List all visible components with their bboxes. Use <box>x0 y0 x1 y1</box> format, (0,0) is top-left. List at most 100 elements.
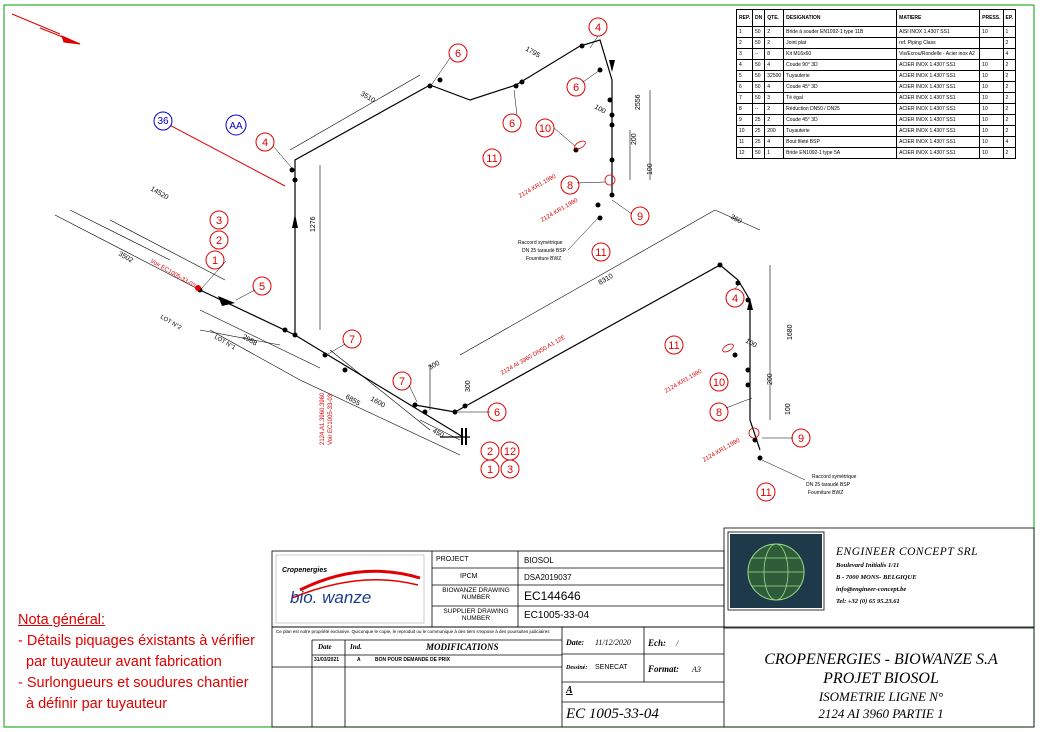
supplier-number-label: SUPPLIER DRAWING NUMBER <box>443 608 509 622</box>
general-notes: Nota général: - Détails piquages éxistan… <box>18 610 255 715</box>
bom-cell: 50 <box>752 81 766 93</box>
bom-cell: 8 <box>764 48 785 60</box>
bom-cell: AISI INOX 1.4307 SS1 <box>896 26 981 38</box>
callout-circle: 10 <box>535 118 555 138</box>
svg-text:2: 2 <box>216 235 222 247</box>
bom-cell: 12 <box>735 147 754 159</box>
logo-small-text: Cropenergies <box>282 567 327 574</box>
dim-text: 100 <box>744 338 758 350</box>
branch-label: 2124.KR1.1990 <box>702 437 742 463</box>
bom-cell: 2 <box>1002 147 1016 159</box>
bom-cell: 1 <box>735 26 754 38</box>
callout-circle: 6 <box>566 77 586 97</box>
svg-text:2: 2 <box>487 446 493 458</box>
engineer-concept-logo-icon <box>730 534 822 608</box>
svg-text:9: 9 <box>637 211 643 223</box>
raccord-note-line: Fourniture BWZ <box>526 256 561 262</box>
svg-text:10: 10 <box>713 377 725 389</box>
bom-cell: 200 <box>764 125 785 137</box>
dessine-value: SENECAT <box>595 664 628 671</box>
bom-cell <box>979 48 1004 60</box>
bom-cell: Coude 90° 3D <box>783 59 898 71</box>
callout-circle: 2 <box>480 441 500 461</box>
svg-text:4: 4 <box>732 293 738 305</box>
biowanze-number-value: EC144646 <box>524 589 581 603</box>
bom-header-row: REP. DN QTE. DESIGNATION MATIERE PRESS. … <box>735 9 1016 27</box>
ref-circle-36: 36 <box>153 111 173 131</box>
callout-circle: 4 <box>725 288 745 308</box>
callout-circle: 8 <box>560 175 580 195</box>
project-value: BIOSOL <box>524 556 554 565</box>
note-line: - Détails piquages éxistants à vérifier <box>18 633 255 649</box>
bom-cell: 5 <box>735 70 754 82</box>
vertical-label-a: 2124.A1.3960.3960 <box>320 392 326 445</box>
bom-cell: Tuyauterie <box>783 70 898 82</box>
company-address-2: B - 7000 MONS- BELGIQUE <box>836 574 917 581</box>
project-label: PROJECT <box>436 556 469 563</box>
callout-circle: 11 <box>756 482 776 502</box>
bom-cell: Coude 45° 3D <box>783 81 898 93</box>
callout-circle: 9 <box>791 428 811 448</box>
bom-cell: 1 <box>764 147 785 159</box>
bom-cell: 25 <box>752 114 766 126</box>
callout-circle: 12 <box>500 441 520 461</box>
bom-cell: 10 <box>979 81 1004 93</box>
client-title: CROPENERGIES - BIOWANZE S.A <box>764 651 998 668</box>
bom-cell: 2 <box>1002 81 1016 93</box>
format-label: Format: <box>648 664 680 674</box>
bom-cell: ref. Piping Class <box>896 37 981 49</box>
bom-cell: 25 <box>752 136 766 148</box>
bom-cell: 2 <box>764 26 785 38</box>
title-block-lines <box>271 527 1035 728</box>
bom-cell: 10 <box>979 114 1004 126</box>
svg-text:8: 8 <box>716 407 722 419</box>
bom-cell: 10 <box>979 92 1004 104</box>
bom-cell: 50 <box>752 59 766 71</box>
svg-text:7: 7 <box>349 334 355 346</box>
bom-cell: 50 <box>752 70 766 82</box>
bom-header-ep: EP. <box>1002 9 1016 27</box>
line-title: 2124 AI 3960 PARTIE 1 <box>818 706 944 721</box>
note-line: par tuyauteur avant fabrication <box>26 654 222 670</box>
note-line: - Surlongueurs et soudures chantier <box>18 675 249 691</box>
project-title: PROJET BIOSOL <box>823 670 939 687</box>
bill-of-materials: REP. DN QTE. DESIGNATION MATIERE PRESS. … <box>735 9 1016 159</box>
bom-cell: Kit M16x60 <box>783 48 898 60</box>
bom-cell: ACIER INOX 1.4307 SS1 <box>896 147 981 159</box>
drawing-number: EC 1005-33-04 <box>566 706 659 722</box>
dim-text: 1600 <box>369 396 386 410</box>
svg-text:8: 8 <box>567 180 573 192</box>
north-arrow-icon <box>11 13 81 45</box>
bom-cell: 3 <box>764 92 785 104</box>
bom-cell: 8 <box>735 103 754 115</box>
bom-cell: ACIER INOX 1.4307 SS1 <box>896 136 981 148</box>
bom-cell: -- <box>752 103 766 115</box>
supplier-number-value: EC1005-33-04 <box>524 610 590 621</box>
bom-cell: ACIER INOX 1.4307 SS1 <box>896 114 981 126</box>
bom-cell: 3 <box>735 48 754 60</box>
confidential-notice: Ce plan est notre propriété exclusive. Q… <box>276 629 550 634</box>
biowanze-number-label: BIOWANZE DRAWING NUMBER <box>442 587 510 601</box>
bom-cell: 50 <box>752 26 766 38</box>
branch-label: 2124.KR1.1990 <box>518 173 558 199</box>
callout-circle: 3 <box>209 210 229 230</box>
bom-header-rep: REP. <box>735 9 754 27</box>
ref-circle-AA: AA <box>225 114 247 136</box>
flow-arrow-icons <box>218 60 753 310</box>
ref-36-text: 36 <box>157 116 169 127</box>
dim-text: 14520 <box>149 186 169 202</box>
bom-cell: 10 <box>979 59 1004 71</box>
company-address-1: Boulevard Initialis 1/11 <box>836 562 900 569</box>
callout-circle: 7 <box>392 371 412 391</box>
bom-cell: Réduction DN50 / DN25 <box>783 103 898 115</box>
callout-circle: 4 <box>255 132 275 152</box>
bom-cell: 7 <box>735 92 754 104</box>
svg-text:11: 11 <box>668 340 679 352</box>
bom-cell: -- <box>752 48 766 60</box>
bom-cell: 50 <box>752 37 766 49</box>
bom-header-dn: DN <box>752 9 766 27</box>
bom-header-press: PRESS. <box>979 9 1004 27</box>
